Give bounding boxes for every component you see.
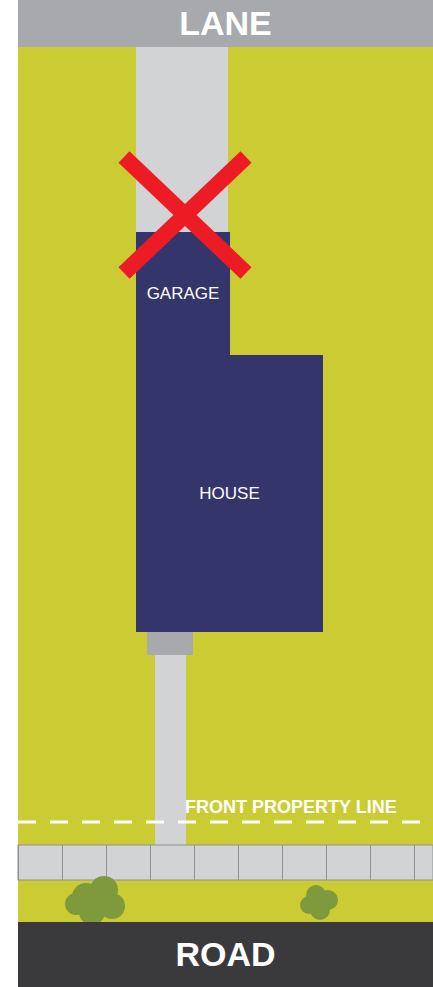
lawn xyxy=(18,47,433,922)
node-label: GARAGE xyxy=(147,284,220,304)
cross-stroke xyxy=(124,157,246,273)
road-band: ROAD xyxy=(18,922,433,987)
node-label: ROAD xyxy=(175,935,275,974)
property-line-label: FRONT PROPERTY LINE xyxy=(185,797,397,818)
shrub xyxy=(300,885,338,920)
front-step xyxy=(147,630,193,655)
node-label: LANE xyxy=(179,4,272,43)
node-label: HOUSE xyxy=(199,484,259,504)
lane-band: LANE xyxy=(18,0,433,47)
walkway xyxy=(155,655,186,845)
house-box: HOUSE xyxy=(136,355,323,632)
sidewalk xyxy=(18,845,433,880)
cross-stroke xyxy=(124,157,246,273)
shrub xyxy=(65,876,125,925)
property-line xyxy=(18,821,433,824)
